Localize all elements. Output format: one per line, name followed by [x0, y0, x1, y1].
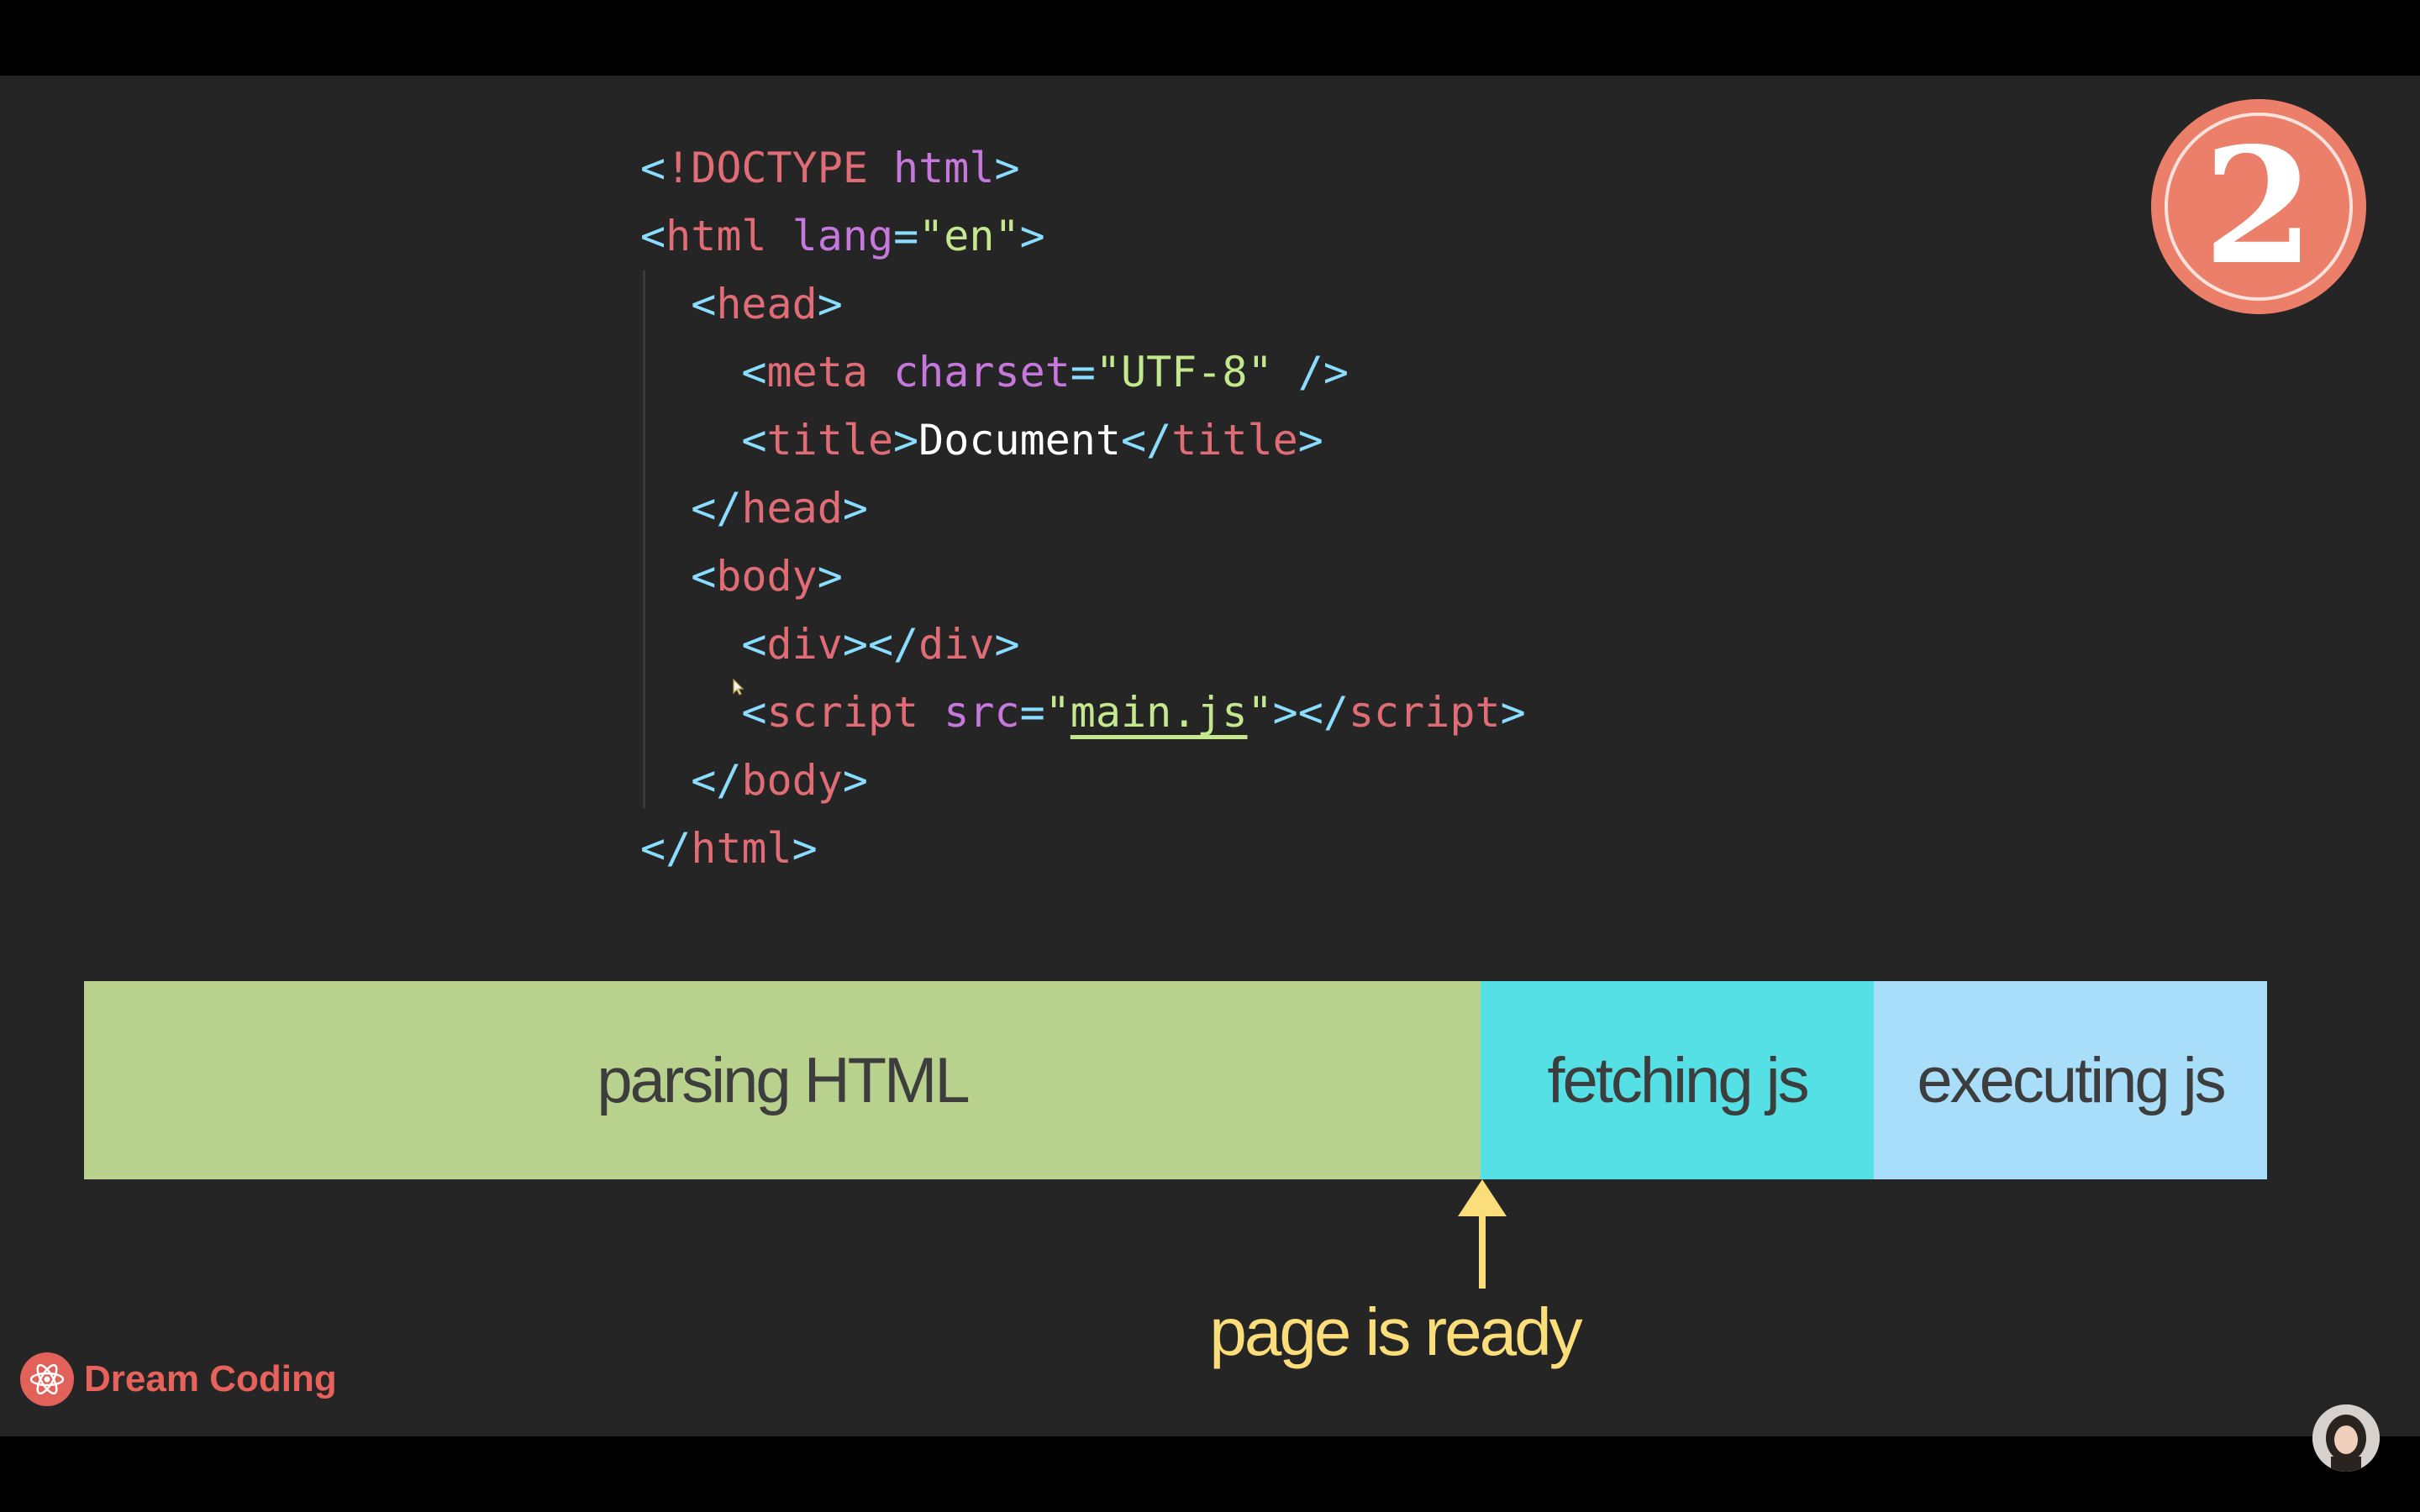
- mouse-cursor-icon: [733, 679, 744, 696]
- code-line: <div></div>: [640, 611, 1526, 679]
- code-token: [868, 348, 893, 396]
- brand: Dream Coding: [20, 1352, 337, 1406]
- code-token: ": [1044, 688, 1071, 737]
- code-line: <title>Document</title>: [640, 407, 1526, 475]
- avatar: [2312, 1404, 2380, 1472]
- code-token: [767, 212, 792, 260]
- arrow-up-icon: [1458, 1179, 1507, 1289]
- code-token: body: [716, 552, 818, 601]
- code-token: ": [1247, 688, 1273, 737]
- code-token: "UTF-8": [1095, 348, 1273, 396]
- code-token: src: [944, 688, 1020, 737]
- code-line: <head>: [640, 270, 1526, 339]
- code-token: >: [994, 144, 1020, 192]
- code-token: ></: [1272, 688, 1349, 737]
- code-token: div: [918, 620, 995, 669]
- code-token: title: [766, 416, 894, 465]
- code-line: <!DOCTYPE html>: [640, 134, 1526, 202]
- segment-parsing-html: parsing HTML: [84, 981, 1481, 1179]
- timeline: parsing HTML fetching js executing js: [84, 981, 2267, 1179]
- code-token: </: [1120, 416, 1172, 465]
- code-token: Document: [918, 416, 1121, 465]
- segment-label: executing js: [1917, 1044, 2226, 1116]
- code-token: >: [994, 620, 1020, 669]
- code-token: !DOCTYPE: [666, 144, 868, 192]
- code-token: [640, 484, 691, 533]
- code-token: =: [1019, 688, 1045, 737]
- code-line: <script src="main.js"></script>: [640, 679, 1526, 747]
- code-token: =: [1070, 348, 1096, 396]
- code-token: [640, 620, 741, 669]
- code-token: >: [893, 416, 919, 465]
- code-token: charset: [893, 348, 1071, 396]
- code-token: </: [691, 756, 742, 805]
- code-block: <!DOCTYPE html><html lang="en"> <head> <…: [640, 134, 1526, 883]
- indent-guide: [643, 270, 645, 808]
- code-line: <html lang="en">: [640, 202, 1526, 270]
- code-token: >: [792, 824, 818, 873]
- code-token: <: [640, 144, 666, 192]
- code-token: [640, 348, 741, 396]
- code-token: [868, 144, 893, 192]
- code-token: <: [741, 620, 767, 669]
- step-badge: 2: [2151, 99, 2366, 314]
- code-token: >: [1500, 688, 1526, 737]
- code-token: [918, 688, 944, 737]
- code-token: >: [817, 552, 843, 601]
- segment-label: fetching js: [1547, 1044, 1809, 1116]
- code-token: head: [741, 484, 843, 533]
- code-token: head: [716, 280, 818, 328]
- code-token: script: [1348, 688, 1501, 737]
- code-token: html: [666, 212, 767, 260]
- code-line: <body>: [640, 543, 1526, 611]
- slide: [0, 76, 2420, 1436]
- step-number: 2: [2202, 113, 2315, 300]
- code-token: [640, 416, 741, 465]
- code-token: [640, 688, 741, 737]
- code-line: </body>: [640, 747, 1526, 815]
- code-token: html: [893, 144, 995, 192]
- code-token: <: [691, 280, 717, 328]
- brand-name: Dream Coding: [84, 1358, 337, 1399]
- code-token: ></: [842, 620, 919, 669]
- atom-icon: [20, 1352, 74, 1406]
- page-ready-label: page is ready: [1209, 1294, 1582, 1369]
- code-token: script: [766, 688, 919, 737]
- code-line: <meta charset="UTF-8" />: [640, 339, 1526, 407]
- code-token: [640, 280, 691, 328]
- code-line: </head>: [640, 475, 1526, 543]
- code-token: <: [691, 552, 717, 601]
- code-token: title: [1171, 416, 1298, 465]
- code-line: </html>: [640, 815, 1526, 883]
- code-token: <: [640, 212, 666, 260]
- segment-executing-js: executing js: [1874, 981, 2267, 1179]
- code-token: [640, 552, 691, 601]
- code-token: >: [842, 484, 868, 533]
- code-token: <: [741, 348, 767, 396]
- code-token: lang: [792, 212, 894, 260]
- code-token: />: [1297, 348, 1349, 396]
- code-token: <: [741, 688, 767, 737]
- code-token: meta: [766, 348, 868, 396]
- code-token: </: [640, 824, 692, 873]
- badge-ring: [2165, 113, 2353, 301]
- code-token: >: [1019, 212, 1045, 260]
- code-token: div: [766, 620, 843, 669]
- code-token: [1273, 348, 1298, 396]
- code-token: body: [741, 756, 843, 805]
- code-token: =: [893, 212, 919, 260]
- code-token[interactable]: main.js: [1070, 688, 1248, 737]
- code-token: >: [817, 280, 843, 328]
- code-token: >: [1297, 416, 1323, 465]
- code-token: [640, 756, 691, 805]
- segment-fetching-js: fetching js: [1481, 981, 1874, 1179]
- code-token: >: [842, 756, 868, 805]
- segment-label: parsing HTML: [597, 1044, 970, 1116]
- code-token: <: [741, 416, 767, 465]
- code-token: html: [691, 824, 792, 873]
- code-token: "en": [918, 212, 1020, 260]
- code-token: </: [691, 484, 742, 533]
